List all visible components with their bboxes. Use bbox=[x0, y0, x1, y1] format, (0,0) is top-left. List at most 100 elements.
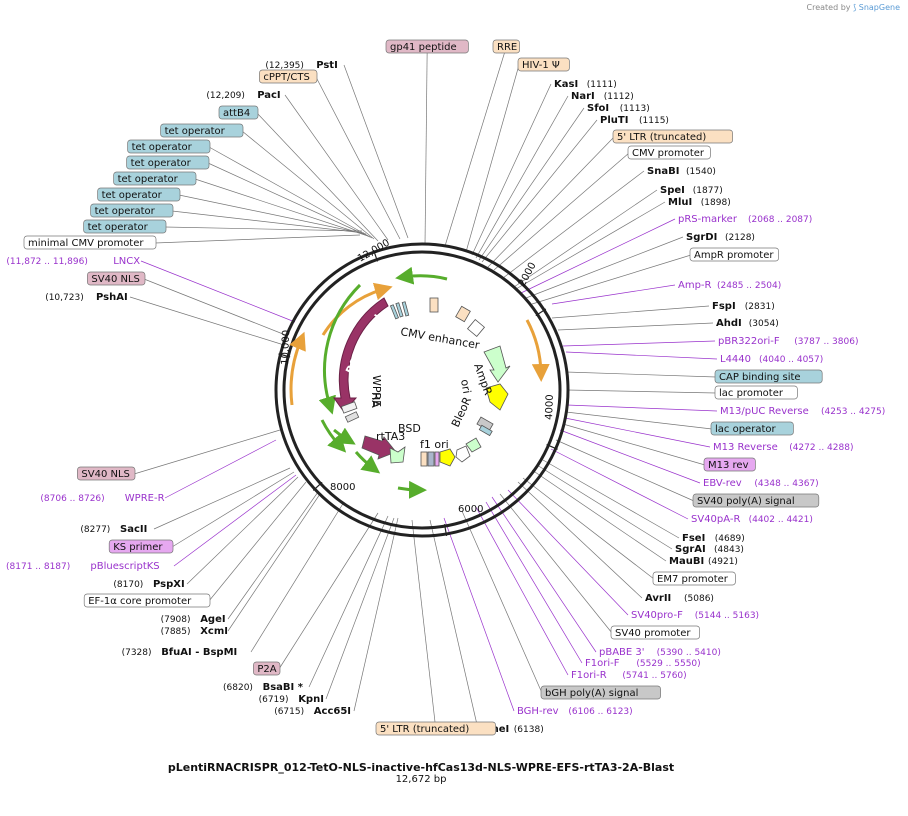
feature-label-enzyme[interactable]: BfuAI - BspMI(7328) bbox=[122, 647, 238, 658]
feature-label-enzyme[interactable]: PspXI(8170) bbox=[113, 579, 184, 590]
feature-label-white[interactable]: AmpR promoter bbox=[689, 247, 779, 262]
feature-label-enzyme[interactable]: PacI(12,209) bbox=[206, 90, 280, 101]
feature-label-blue[interactable]: tet operator bbox=[97, 187, 181, 202]
feature-label-white[interactable]: minimal CMV promoter bbox=[23, 235, 157, 250]
feature-label-primer[interactable]: pRS-marker(2068 .. 2087) bbox=[678, 214, 812, 225]
feature-name: tet operator bbox=[102, 190, 163, 201]
bsd-feature[interactable] bbox=[389, 446, 406, 464]
feature-label-primer[interactable]: SV40pro-F(5144 .. 5163) bbox=[631, 610, 759, 621]
feature-label-pink[interactable]: SV40 NLS bbox=[77, 466, 136, 481]
label-box bbox=[652, 571, 736, 586]
feature-label-enzyme[interactable]: FseI(4689) bbox=[682, 533, 745, 544]
feature-label-orange[interactable]: HIV-1 Ψ bbox=[517, 57, 570, 72]
feature-label-blue[interactable]: tet operator bbox=[126, 155, 210, 170]
feature-label-enzyme[interactable]: SpeI(1877) bbox=[660, 185, 723, 196]
feature-label-orange[interactable]: 5' LTR (truncated) bbox=[612, 129, 733, 144]
feature-label-enzyme[interactable]: FspI(2831) bbox=[712, 301, 775, 312]
feature-label-blue[interactable]: tet operator bbox=[127, 139, 211, 154]
feature-label-enzyme[interactable]: PshAI(10,723) bbox=[45, 292, 127, 303]
feature-label-pink[interactable]: SV40 NLS bbox=[87, 271, 146, 286]
feature-label-orange[interactable]: 5' LTR (truncated) bbox=[375, 721, 496, 736]
leader-line bbox=[208, 146, 373, 239]
feature-label-enzyme[interactable]: PluTI(1115) bbox=[600, 115, 669, 126]
feature-label-white[interactable]: EM7 promoter bbox=[652, 571, 736, 586]
leader-line bbox=[522, 477, 655, 580]
feature-label-white[interactable]: EF-1α core promoter bbox=[83, 593, 211, 608]
rttA3-feature[interactable] bbox=[361, 435, 397, 460]
feature-label-enzyme[interactable]: SnaBI(1540) bbox=[647, 166, 716, 177]
feature-label-blue[interactable]: tet operator bbox=[160, 123, 244, 138]
feature-label-enzyme[interactable]: MluI(1898) bbox=[668, 197, 731, 208]
feature-label-primer[interactable]: WPRE-R(8706 .. 8726) bbox=[40, 493, 164, 504]
feature-name: PstI bbox=[316, 60, 338, 71]
feature-label-enzyme[interactable]: SfoI(1113) bbox=[587, 103, 650, 114]
feature-label-pink[interactable]: P2A bbox=[253, 661, 281, 676]
feature-label-gray[interactable]: SV40 poly(A) signal bbox=[692, 493, 820, 508]
feature-label-blue[interactable]: CAP binding site bbox=[714, 369, 823, 384]
feature-label-primer[interactable]: L4440(4040 .. 4057) bbox=[720, 354, 823, 365]
leader-line bbox=[513, 189, 658, 288]
feature-label-enzyme[interactable]: NarI(1112) bbox=[571, 91, 634, 102]
feature-name: MluI bbox=[668, 197, 692, 208]
feature-label-enzyme[interactable]: KasI(1111) bbox=[554, 79, 617, 90]
feature-label-blue[interactable]: attB4 bbox=[218, 105, 259, 120]
leader-line bbox=[411, 519, 437, 730]
feature-label-primer[interactable]: EBV-rev(4348 .. 4367) bbox=[703, 478, 819, 489]
feature-label-primer[interactable]: pBABE 3'(5390 .. 5410) bbox=[599, 647, 721, 658]
feature-label-pink[interactable]: gp41 peptide bbox=[385, 39, 469, 54]
feature-label-orange[interactable]: cPPT/CTS bbox=[259, 69, 318, 84]
feature-label-primer[interactable]: SV40pA-R(4402 .. 4421) bbox=[691, 514, 813, 525]
feature-label-primer[interactable]: F1ori-F(5529 .. 5550) bbox=[585, 658, 701, 669]
feature-name: SV40 NLS bbox=[91, 274, 139, 285]
feature-label-primer[interactable]: M13 Reverse(4272 .. 4288) bbox=[713, 442, 853, 453]
label-box bbox=[714, 369, 823, 384]
feature-label-violet[interactable]: KS primer bbox=[108, 539, 174, 554]
f1-ori-feature[interactable] bbox=[439, 448, 456, 467]
ha-feature[interactable] bbox=[344, 411, 360, 423]
feature-label-blue[interactable]: lac operator bbox=[710, 421, 794, 436]
ori-feature[interactable] bbox=[485, 383, 509, 411]
feature-label-enzyme[interactable]: AvrII(5086) bbox=[645, 593, 714, 604]
label-box bbox=[90, 203, 174, 218]
wpre-feature[interactable] bbox=[340, 401, 358, 414]
feature-label-enzyme[interactable]: SgrAI(4843) bbox=[675, 544, 744, 555]
feature-label-blue[interactable]: tet operator bbox=[90, 203, 174, 218]
feature-name: SpeI bbox=[660, 185, 685, 196]
feature-label-white[interactable]: SV40 promoter bbox=[610, 625, 700, 640]
feature-label-enzyme[interactable]: MauBI(4921) bbox=[669, 556, 738, 567]
feature-label-enzyme[interactable]: XcmI(7885) bbox=[161, 626, 228, 637]
feature-label-gray[interactable]: bGH poly(A) signal bbox=[540, 685, 661, 700]
bleor-feature[interactable] bbox=[465, 437, 482, 453]
feature-label-primer[interactable]: pBluescriptKS(8171 .. 8187) bbox=[6, 561, 160, 572]
feature-label-primer[interactable]: pBR322ori-F(3787 .. 3806) bbox=[718, 336, 858, 347]
feature-label-enzyme[interactable]: AhdI(3054) bbox=[716, 318, 779, 329]
feature-label-primer[interactable]: BGH-rev(6106 .. 6123) bbox=[517, 706, 633, 717]
leader-line bbox=[284, 94, 389, 241]
feature-label-blue[interactable]: tet operator bbox=[113, 171, 197, 186]
leader-line bbox=[140, 260, 296, 323]
leader-line bbox=[129, 296, 285, 346]
leader-line bbox=[461, 510, 543, 694]
feature-label-orange[interactable]: RRE bbox=[492, 39, 520, 54]
feature-name: tet operator bbox=[165, 126, 226, 137]
feature-label-enzyme[interactable]: AgeI(7908) bbox=[161, 614, 226, 625]
feature-label-enzyme[interactable]: Acc65I(6715) bbox=[274, 706, 351, 717]
feature-position: (3787 .. 3806) bbox=[794, 337, 858, 347]
orange-arc-3 bbox=[525, 319, 550, 382]
feature-label-violet[interactable]: M13 rev bbox=[703, 457, 756, 472]
feature-label-primer[interactable]: M13/pUC Reverse(4253 .. 4275) bbox=[720, 406, 885, 417]
feature-label-enzyme[interactable]: PstI(12,395) bbox=[265, 60, 337, 71]
feature-label-primer[interactable]: Amp-R(2485 .. 2504) bbox=[678, 280, 781, 291]
feature-label-enzyme[interactable]: KpnI(6719) bbox=[259, 694, 324, 705]
feature-label-white[interactable]: lac promoter bbox=[714, 385, 798, 400]
feature-label-white[interactable]: CMV promoter bbox=[627, 145, 711, 160]
feature-label-primer[interactable]: F1ori-R(5741 .. 5760) bbox=[571, 670, 687, 681]
feature-label-primer[interactable]: LNCX(11,872 .. 11,896) bbox=[6, 256, 140, 267]
ampr-feature[interactable] bbox=[483, 345, 511, 383]
feature-label-enzyme[interactable]: BsaBI *(6820) bbox=[223, 682, 304, 693]
feature-name: RRE bbox=[497, 42, 517, 53]
leader-line bbox=[475, 506, 569, 676]
feature-label-enzyme[interactable]: SgrDI(2128) bbox=[686, 232, 755, 243]
feature-label-blue[interactable]: tet operator bbox=[83, 219, 167, 234]
feature-label-enzyme[interactable]: SacII(8277) bbox=[80, 524, 147, 535]
